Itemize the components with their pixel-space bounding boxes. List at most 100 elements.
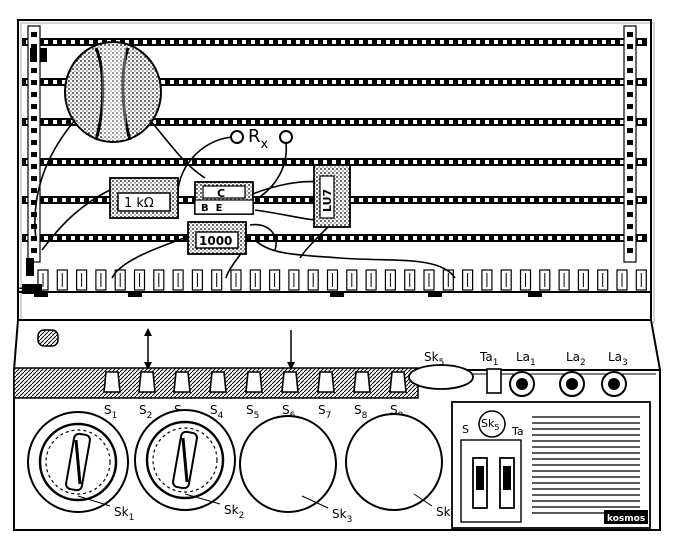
rail-hole bbox=[188, 120, 192, 124]
rail-hole bbox=[449, 80, 453, 84]
rail-hole bbox=[557, 80, 561, 84]
rail-hole bbox=[602, 236, 606, 240]
rail-hole bbox=[278, 120, 282, 124]
rail-hole bbox=[512, 198, 516, 202]
post-slot bbox=[627, 104, 633, 109]
rail-hole bbox=[557, 120, 561, 124]
rail-hole bbox=[404, 40, 408, 44]
rail-hole bbox=[440, 236, 444, 240]
rail-hole bbox=[206, 160, 210, 164]
rail-hole bbox=[494, 40, 498, 44]
post-slot bbox=[31, 104, 37, 109]
rail-hole bbox=[476, 198, 480, 202]
loudspeaker-icon bbox=[64, 41, 162, 143]
rail-hole bbox=[233, 120, 237, 124]
rail-hole bbox=[557, 198, 561, 202]
rail-hole bbox=[530, 40, 534, 44]
post-slot bbox=[627, 164, 633, 169]
rail-hole bbox=[161, 160, 165, 164]
rail-hole bbox=[71, 236, 75, 240]
post-slot bbox=[627, 212, 633, 217]
rail-hole bbox=[161, 120, 165, 124]
sk5-side-label: Sk5 bbox=[481, 417, 499, 432]
rail-hole bbox=[431, 236, 435, 240]
rail-hole bbox=[323, 120, 327, 124]
rail-hole bbox=[269, 198, 273, 202]
rail-hole bbox=[359, 40, 363, 44]
rotary-knob-sk1 bbox=[27, 411, 129, 513]
sk5-top-label: Sk5 bbox=[424, 350, 444, 368]
post-slot bbox=[31, 32, 37, 37]
rail-hole bbox=[548, 160, 552, 164]
rail-hole bbox=[566, 120, 570, 124]
resistor-1k-label: 1 kΩ bbox=[124, 196, 154, 211]
rail-hole bbox=[62, 120, 66, 124]
s-label: S bbox=[462, 423, 469, 436]
rail-hole bbox=[467, 198, 471, 202]
rail-hole bbox=[476, 160, 480, 164]
rail-hole bbox=[539, 198, 543, 202]
post-slot bbox=[627, 200, 633, 205]
rail-hole bbox=[296, 80, 300, 84]
post-slot bbox=[31, 224, 37, 229]
rail-hole bbox=[359, 198, 363, 202]
rail-hole bbox=[332, 160, 336, 164]
rail-hole bbox=[467, 120, 471, 124]
rail-hole bbox=[62, 198, 66, 202]
post-slot bbox=[31, 92, 37, 97]
rail-hole bbox=[188, 40, 192, 44]
rail-hole bbox=[584, 198, 588, 202]
rail-hole bbox=[395, 120, 399, 124]
rail-hole bbox=[575, 120, 579, 124]
rail-hole bbox=[143, 236, 147, 240]
rail-hole bbox=[107, 160, 111, 164]
transistor: B E bbox=[194, 199, 254, 215]
rail-hole bbox=[224, 160, 228, 164]
rx-terminals: Rx bbox=[230, 126, 293, 152]
rail-hole bbox=[431, 40, 435, 44]
switch-label: S1 bbox=[104, 403, 117, 421]
rail-hole bbox=[53, 80, 57, 84]
lamp-label: La1 bbox=[516, 350, 536, 368]
rail-hole bbox=[341, 80, 345, 84]
rail-hole bbox=[341, 236, 345, 240]
rail-hole bbox=[377, 80, 381, 84]
rail-hole bbox=[251, 40, 255, 44]
lamp-core bbox=[516, 378, 528, 390]
rail-hole bbox=[503, 198, 507, 202]
rail-hole bbox=[296, 236, 300, 240]
rail-hole bbox=[548, 120, 552, 124]
rail-hole bbox=[530, 120, 534, 124]
rail-hole bbox=[296, 120, 300, 124]
post-slot bbox=[31, 188, 37, 193]
rail-hole bbox=[467, 236, 471, 240]
capacitor-label: C bbox=[217, 187, 225, 200]
rail-hole bbox=[170, 120, 174, 124]
rail-hole bbox=[116, 236, 120, 240]
rail-hole bbox=[395, 80, 399, 84]
rail-hole bbox=[134, 160, 138, 164]
rail-hole bbox=[125, 160, 129, 164]
rail-hole bbox=[44, 198, 48, 202]
rail-hole bbox=[494, 120, 498, 124]
rail-hole bbox=[206, 40, 210, 44]
rail-hole bbox=[521, 120, 525, 124]
rail-hole bbox=[458, 160, 462, 164]
rail-hole bbox=[188, 80, 192, 84]
rail-hole bbox=[503, 160, 507, 164]
rail-hole bbox=[467, 160, 471, 164]
terminal-strip bbox=[18, 269, 651, 297]
component-right-label: LU7 bbox=[321, 189, 334, 212]
rail-hole bbox=[386, 236, 390, 240]
rail-hole bbox=[269, 236, 273, 240]
rail-hole bbox=[89, 198, 93, 202]
socket-leader bbox=[413, 493, 433, 507]
rail-hole bbox=[89, 236, 93, 240]
rail-hole bbox=[449, 120, 453, 124]
rail-hole bbox=[323, 40, 327, 44]
rail-hole bbox=[485, 40, 489, 44]
rail-hole bbox=[440, 80, 444, 84]
rail-hole bbox=[350, 120, 354, 124]
post-slot bbox=[31, 80, 37, 85]
rail-hole bbox=[566, 236, 570, 240]
